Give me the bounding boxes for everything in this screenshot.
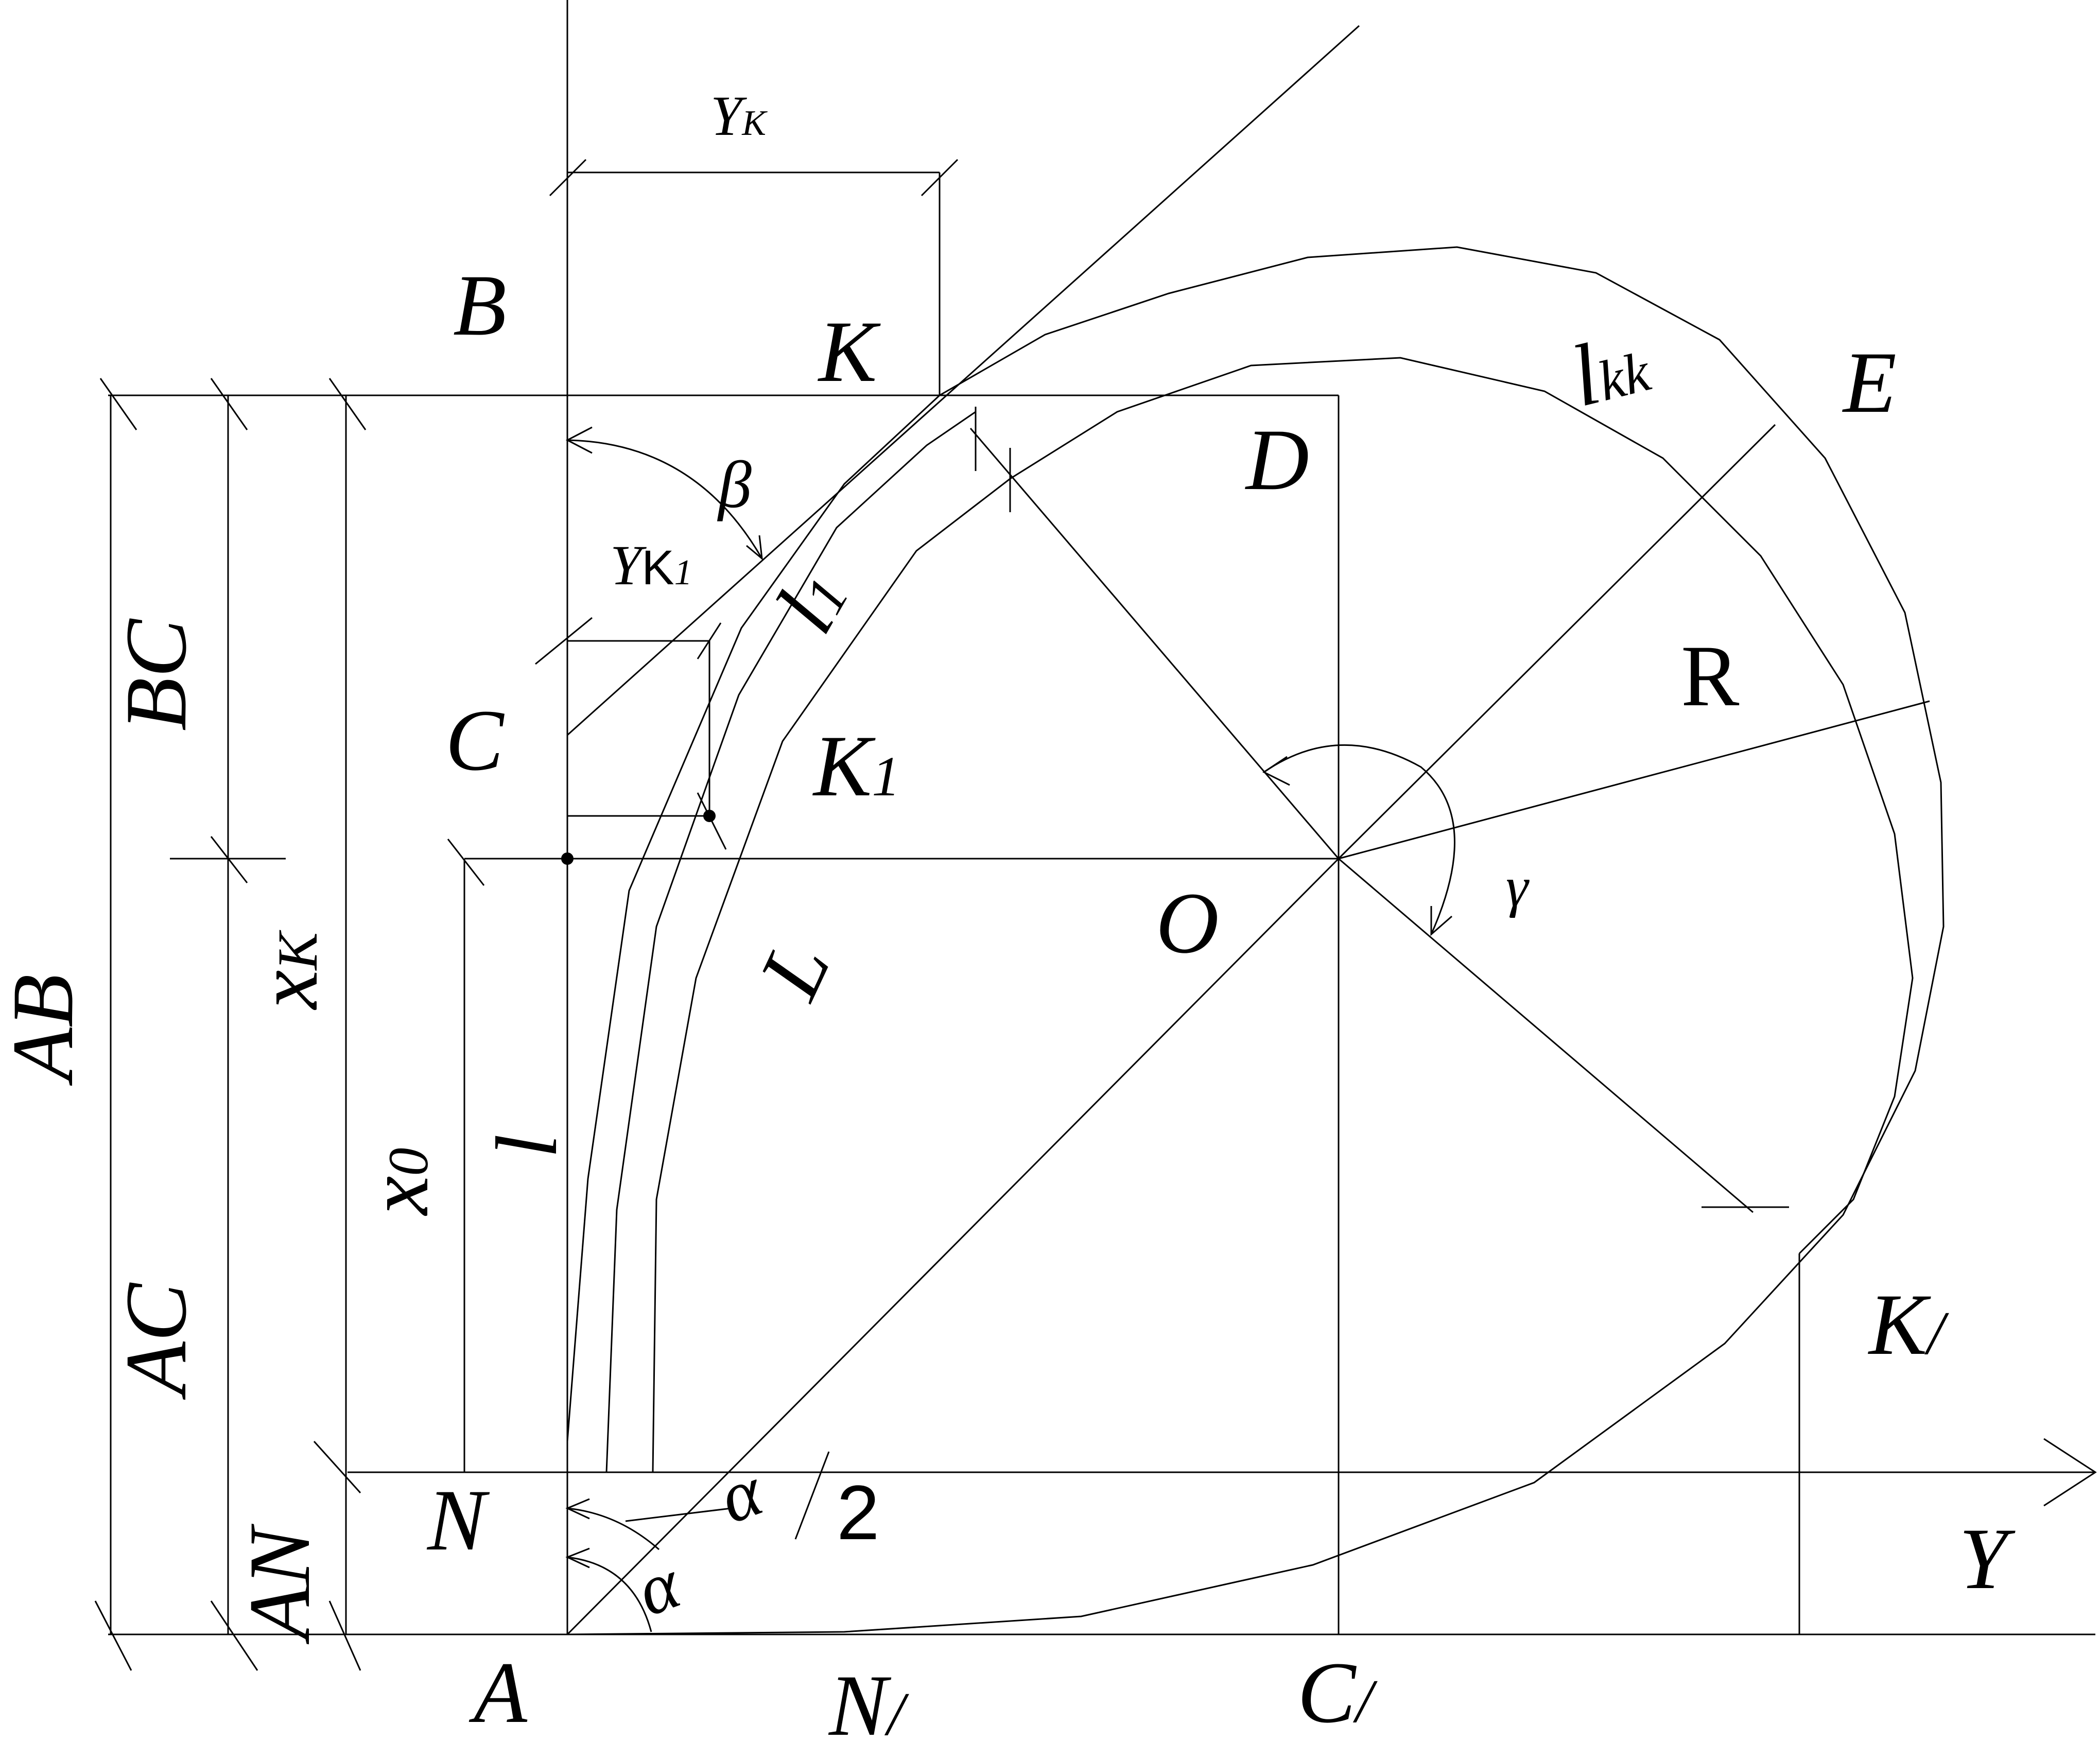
- label-k: K: [818, 303, 881, 400]
- gamma-arc: [1263, 744, 1455, 935]
- label-x0: x0: [350, 1148, 446, 1216]
- label-c: C: [445, 692, 505, 789]
- alpha-tick: [625, 1507, 732, 1522]
- alpha-upper-arrowhead: [565, 1498, 590, 1520]
- alpha-lower-arrowhead: [565, 1547, 590, 1569]
- inner-curve: [605, 411, 976, 1473]
- label-an: AN: [231, 1523, 328, 1645]
- label-l1: l1: [756, 554, 866, 648]
- tangent-through-k: [566, 25, 1360, 736]
- beta-arc: [567, 439, 763, 559]
- alpha-slash: [794, 1451, 830, 1540]
- radius-lower-right: [1338, 858, 1754, 1213]
- label-n: N: [426, 1472, 490, 1569]
- label-d: D: [1245, 411, 1309, 508]
- y-axis-arrowhead: [2043, 1438, 2097, 1507]
- label-yk: YK: [710, 84, 768, 147]
- label-ab: AB: [0, 974, 91, 1086]
- label-o: O: [1156, 875, 1219, 971]
- gamma-arrowhead-bottom: [1430, 906, 1452, 936]
- diagonal-a-o: [566, 858, 1340, 1635]
- label-k1: K1: [812, 718, 900, 814]
- label-k-prime: K/: [1868, 1276, 1949, 1373]
- label-bc: BC: [108, 618, 204, 731]
- labels: YK B K D lkk E β YK1 l1 BC C K1 R O γ xK…: [0, 84, 2016, 1742]
- label-c-prime: C/: [1297, 1644, 1378, 1741]
- label-alpha-upper: α: [709, 1450, 773, 1539]
- structure-lines: [108, 0, 2097, 1635]
- gamma-arrowhead-top: [1262, 756, 1290, 786]
- label-b: B: [453, 257, 507, 354]
- label-l-small: l: [478, 1134, 575, 1158]
- alpha-upper-arc: [567, 1507, 659, 1551]
- label-alpha-lower: α: [627, 1543, 691, 1631]
- label-gamma: γ: [1506, 856, 1530, 918]
- label-e: E: [1842, 334, 1897, 431]
- radius-upper-left: [969, 428, 1340, 859]
- label-yk1: YK1: [610, 534, 692, 597]
- alpha-lower-arc: [567, 1556, 652, 1632]
- label-xk: xK: [239, 930, 336, 1011]
- curves: [565, 246, 1945, 1635]
- label-two: 2: [837, 1469, 879, 1556]
- label-n-prime: N/: [828, 1657, 909, 1742]
- label-a: A: [468, 1644, 528, 1741]
- beta-arrowhead-right: [746, 535, 763, 561]
- beta-arrowhead-left: [565, 426, 593, 454]
- tick-marks: [94, 159, 1789, 1671]
- label-r: R: [1681, 628, 1740, 724]
- point-dot-axis: [561, 852, 574, 865]
- outer-curve: [566, 246, 1945, 1635]
- label-ac: AC: [108, 1282, 204, 1400]
- radius-r: [1338, 700, 1930, 860]
- label-beta: β: [717, 448, 752, 522]
- label-y: Y: [1959, 1510, 2016, 1607]
- innermost-curve: [652, 357, 1914, 1473]
- point-dot-k1: [703, 810, 716, 822]
- label-l-big: L: [740, 927, 848, 1013]
